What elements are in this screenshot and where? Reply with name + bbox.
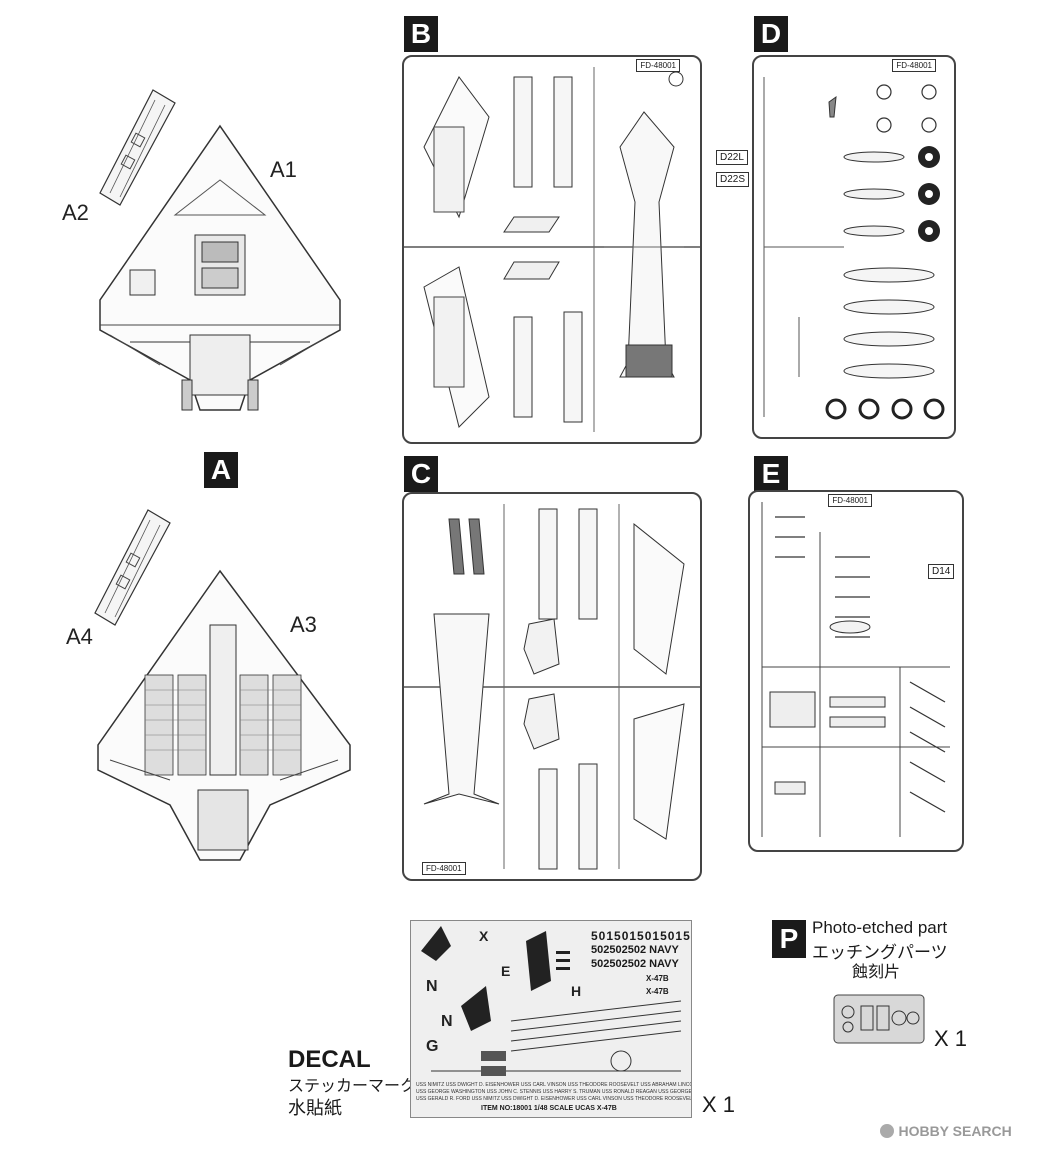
photo-etched-badge: P [772,920,806,958]
label-a4: A4 [66,624,93,649]
svg-text:E: E [501,963,510,979]
label-a1: A1 [270,157,297,182]
part-a4-strip [94,509,171,626]
decal-title-jp: ステッカーマーク [288,1076,417,1095]
sprue-c-frame: FD-48001 [402,492,702,881]
decal-quantity: X 1 [702,1092,736,1117]
callout-d22l: D22L [716,150,748,165]
watermark-text: HOBBY SEARCH [898,1122,1012,1139]
svg-text:N: N [426,978,438,995]
decal-code-line-2: 502502502 NAVY [591,944,679,956]
sprue-b-parts [404,67,700,432]
part-a3-lower-wing [97,569,351,861]
sprue-b-frame: FD-48001 [402,55,702,444]
svg-text:USS GEORGE WASHINGTON USS JOHN: USS GEORGE WASHINGTON USS JOHN C. STENNI… [416,1089,691,1095]
photo-etched-title-zh: 蝕刻片 [852,962,901,981]
decal-code-line-1: 501501501501501 [591,929,691,943]
part-a2-strip [99,89,176,206]
sprue-c-parts [404,504,700,870]
decal-title: DECAL [288,1046,371,1073]
svg-text:USS GERALD R. FORD USS NIMITZ: USS GERALD R. FORD USS NIMITZ USS DWIGHT… [416,1096,691,1102]
sprue-b-code: FD-48001 [636,59,680,72]
decal-code-line-3: 502502502 NAVY [591,958,679,970]
decal-graphics: N G N X E H USS NIMITZ USS DWIGHT D. EIS… [416,926,691,1102]
decal-code-line-4: X-47B [646,974,669,983]
part-a1-upper-wing [99,124,341,411]
decal-code-line-5: X-47B [646,987,669,996]
callout-d14: D14 [928,564,955,579]
callout-d22s: D22S [716,172,750,187]
sprue-c-code: FD-48001 [422,862,466,875]
sprue-e-badge: E [754,456,788,492]
sprue-d-badge: D [754,16,788,52]
photo-etched-title-jp: エッチングパーツ [812,943,948,963]
svg-text:G: G [426,1038,438,1055]
sprue-e-code: FD-48001 [828,494,872,507]
svg-text:X: X [479,928,489,944]
svg-text:N: N [441,1013,453,1030]
sprue-e-frame: FD-48001 [748,490,964,852]
svg-text:USS NIMITZ USS DWIGHT D. EISEN: USS NIMITZ USS DWIGHT D. EISENHOWER USS … [416,1082,691,1088]
sprue-b-badge: B [404,16,438,52]
sprue-d-frame: FD-48001 [752,55,956,439]
hobby-search-watermark: HOBBY SEARCH [880,1122,1012,1140]
sprue-d-code: FD-48001 [892,59,936,72]
photo-etched-quantity: X 1 [934,1026,968,1051]
svg-text:H: H [571,983,581,999]
label-a3: A3 [290,612,317,637]
decal-sheet: N G N X E H USS NIMITZ USS DWIGHT D. EIS… [410,920,692,1118]
decal-title-zh: 水貼紙 [288,1098,342,1119]
label-a2: A2 [62,200,89,225]
photo-etched-title-en: Photo-etched part [812,918,948,937]
decal-footer: ITEM NO:18001 1/48 SCALE UCAS X-47B [481,1105,617,1112]
sprue-d-parts [763,77,945,420]
sprue-e-parts [761,502,950,837]
sprue-c-badge: C [404,456,438,492]
photo-etched-fret [833,994,925,1044]
watermark-logo-icon [880,1123,894,1138]
parts-a-badge: A [204,452,238,488]
